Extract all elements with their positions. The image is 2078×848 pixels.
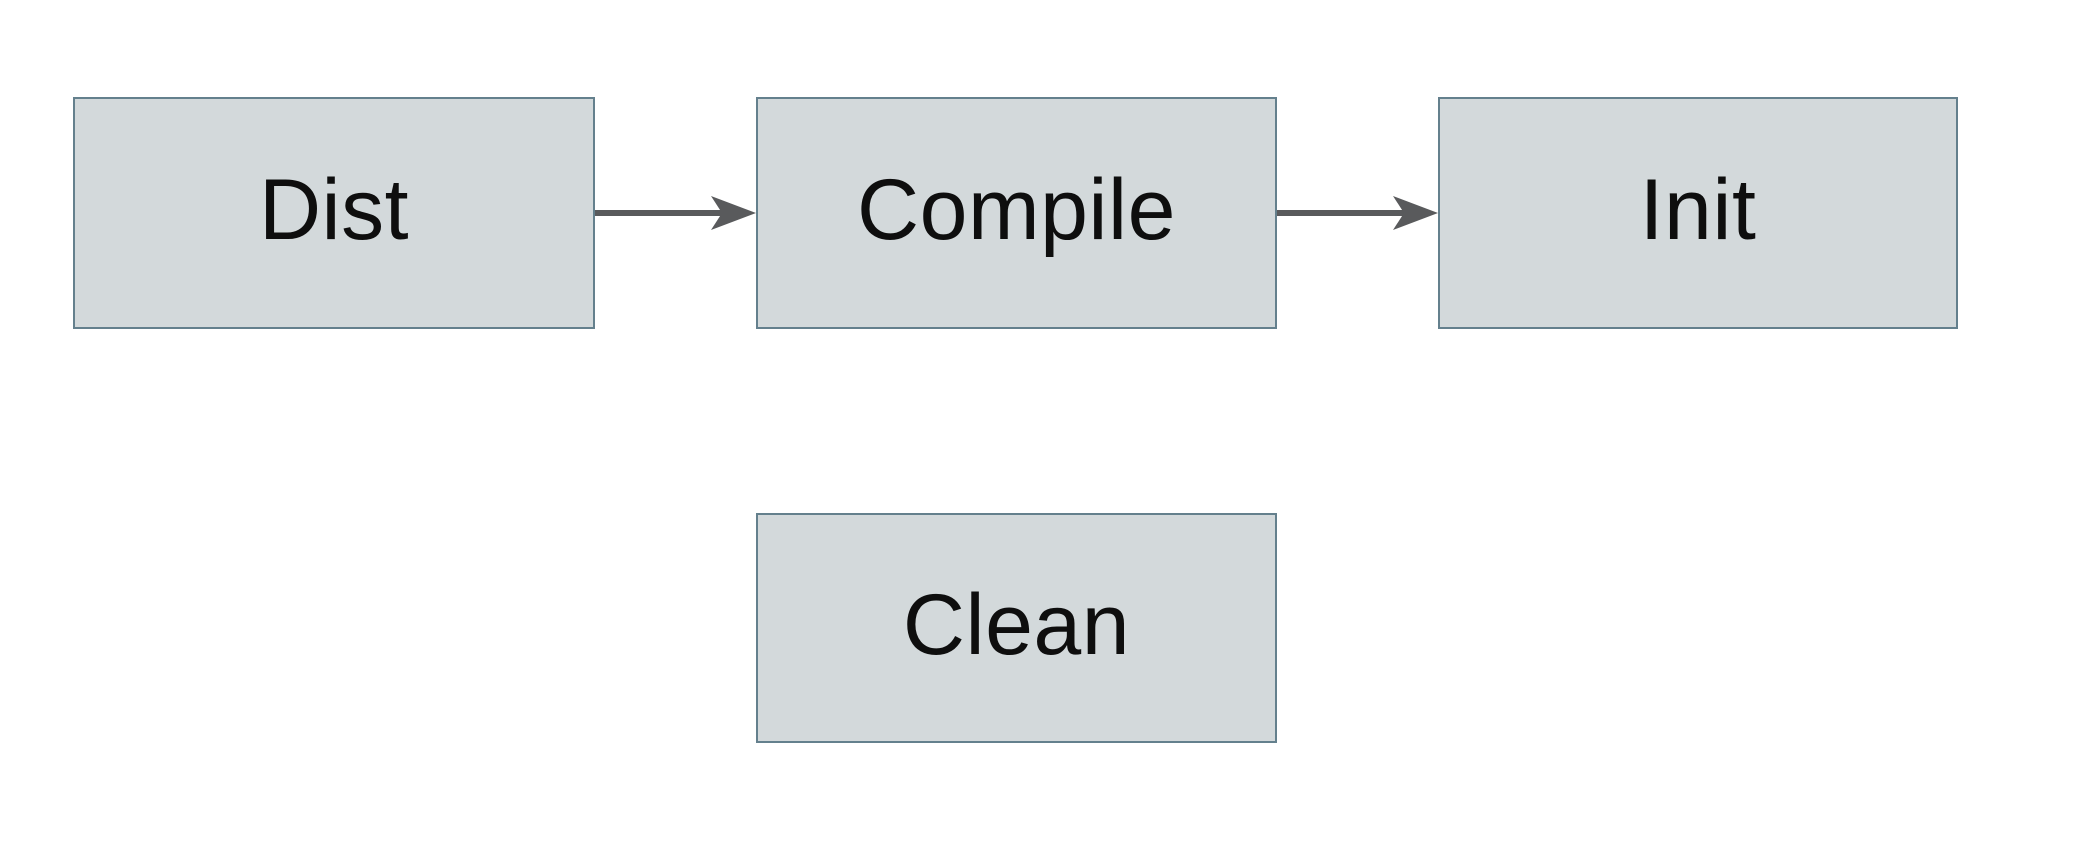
arrow-compile-to-init [1277, 196, 1438, 230]
node-compile-label: Compile [857, 162, 1176, 258]
node-clean-label: Clean [902, 577, 1131, 673]
node-init-label: Init [1639, 162, 1757, 258]
node-dist-label: Dist [258, 162, 410, 258]
node-clean: Clean [756, 513, 1277, 743]
node-init: Init [1438, 97, 1958, 329]
node-compile: Compile [756, 97, 1277, 329]
arrow-dist-to-compile [595, 196, 756, 230]
node-dist: Dist [73, 97, 595, 329]
